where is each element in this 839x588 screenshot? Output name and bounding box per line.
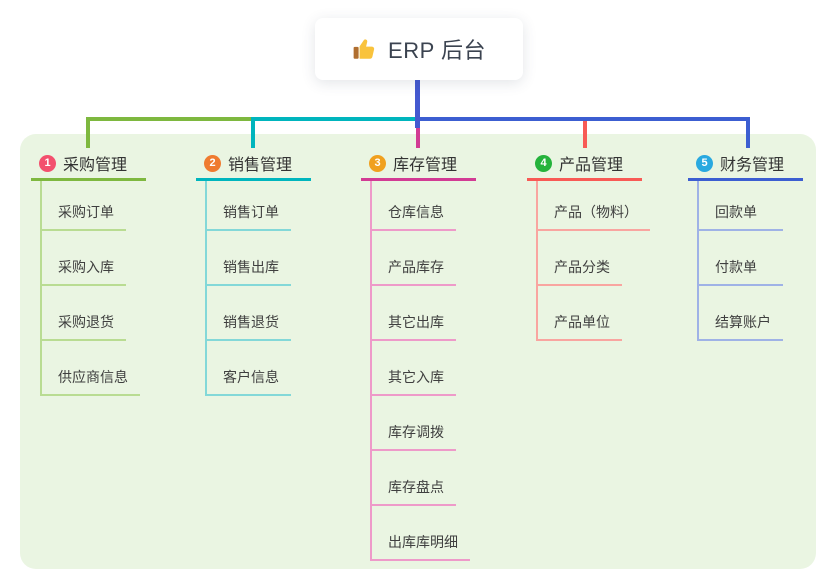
branch-label: 采购管理	[63, 157, 128, 174]
child-node[interactable]: 仓库信息	[370, 198, 456, 231]
branch-node-1[interactable]: 1 采购管理	[31, 148, 146, 181]
child-node[interactable]: 供应商信息	[40, 363, 140, 396]
connector-drop	[583, 121, 587, 148]
branch-spine	[536, 178, 538, 341]
thumbs-up-icon	[353, 39, 375, 59]
connector-horizontal	[418, 117, 750, 121]
child-node[interactable]: 产品单位	[536, 308, 622, 341]
child-node[interactable]: 销售出库	[205, 253, 291, 286]
child-node[interactable]: 销售退货	[205, 308, 291, 341]
child-node[interactable]: 其它出库	[370, 308, 456, 341]
connector-horizontal	[251, 117, 418, 121]
branch-badge: 2	[204, 154, 221, 172]
branch-spine	[205, 178, 207, 396]
child-node[interactable]: 库存盘点	[370, 473, 456, 506]
branch-badge: 1	[39, 154, 56, 172]
child-node[interactable]: 采购入库	[40, 253, 126, 286]
branch-spine	[697, 178, 699, 341]
root-connector	[415, 80, 420, 128]
branch-badge: 4	[535, 154, 552, 172]
branch-node-4[interactable]: 4 产品管理	[527, 148, 642, 181]
connector-drop	[416, 121, 420, 148]
child-node[interactable]: 采购订单	[40, 198, 126, 231]
branch-label: 库存管理	[393, 157, 458, 174]
branch-badge: 3	[369, 154, 386, 172]
child-node[interactable]: 结算账户	[697, 308, 783, 341]
root-node[interactable]: ERP 后台	[315, 18, 523, 80]
branch-node-2[interactable]: 2 销售管理	[196, 148, 311, 181]
branch-label: 财务管理	[720, 157, 785, 174]
child-node[interactable]: 付款单	[697, 253, 783, 286]
child-node[interactable]: 客户信息	[205, 363, 291, 396]
child-node[interactable]: 产品分类	[536, 253, 622, 286]
branch-label: 销售管理	[228, 157, 293, 174]
connector-drop	[251, 121, 255, 148]
branch-node-5[interactable]: 5 财务管理	[688, 148, 803, 181]
child-node[interactable]: 库存调拨	[370, 418, 456, 451]
child-node[interactable]: 其它入库	[370, 363, 456, 396]
child-node[interactable]: 采购退货	[40, 308, 126, 341]
branch-label: 产品管理	[559, 157, 624, 174]
connector-drop	[86, 121, 90, 148]
child-node[interactable]: 出库库明细	[370, 528, 470, 561]
root-node-label: ERP 后台	[388, 38, 486, 63]
connector-drop	[746, 121, 750, 148]
canvas-panel	[20, 134, 816, 569]
child-node[interactable]: 销售订单	[205, 198, 291, 231]
branch-spine	[40, 178, 42, 396]
branch-node-3[interactable]: 3 库存管理	[361, 148, 476, 181]
child-node[interactable]: 回款单	[697, 198, 783, 231]
child-node[interactable]: 产品库存	[370, 253, 456, 286]
branch-spine	[370, 178, 372, 561]
branch-badge: 5	[696, 154, 713, 172]
child-node[interactable]: 产品（物料）	[536, 198, 650, 231]
